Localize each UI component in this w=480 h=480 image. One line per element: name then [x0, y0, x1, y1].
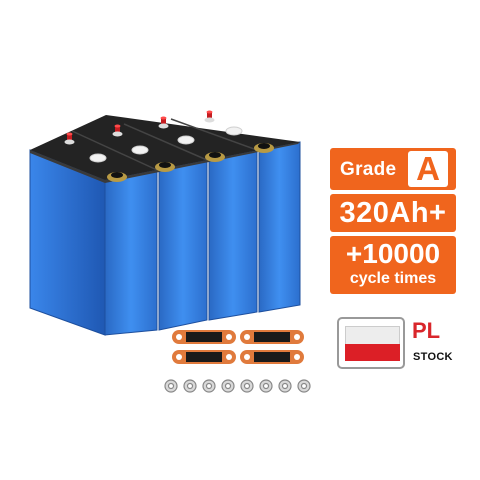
terminal-hole	[225, 126, 243, 136]
capacity-badge: 320Ah+	[330, 194, 456, 232]
terminal-bolts	[107, 143, 274, 182]
vent-cap	[204, 110, 215, 123]
nut	[183, 379, 197, 393]
battery-cell-1	[104, 169, 158, 336]
battery-pack-top	[30, 115, 300, 180]
cycle-badge: +10000 cycle times	[330, 236, 456, 294]
red-vent-caps	[64, 110, 215, 145]
busbar	[172, 330, 236, 344]
vent-cap	[158, 116, 169, 129]
busbar	[172, 350, 236, 364]
stock-country: PL	[412, 318, 441, 343]
nut	[221, 379, 235, 393]
terminal-hole	[89, 153, 107, 163]
battery-cell-3	[208, 149, 258, 321]
battery-terminal-icon	[155, 162, 175, 172]
cell-divider	[170, 118, 258, 151]
cell-divider	[71, 130, 158, 171]
terminal-holes	[89, 126, 243, 163]
stock-label: STOCK	[413, 351, 453, 363]
flag-white-stripe	[345, 326, 400, 345]
battery-cell-2	[158, 159, 208, 331]
terminal-hole	[177, 135, 195, 145]
nut	[278, 379, 292, 393]
battery-terminal-icon	[254, 143, 274, 153]
cell-divider	[123, 123, 208, 161]
grade-label: Grade	[340, 159, 397, 180]
nut	[259, 379, 273, 393]
vent-cap	[112, 124, 123, 137]
nut	[297, 379, 311, 393]
nut	[240, 379, 254, 393]
busbar	[240, 330, 304, 344]
flag-red-stripe	[345, 344, 400, 361]
nut	[202, 379, 216, 393]
nuts	[164, 379, 311, 393]
cycle-count: +10000	[345, 238, 441, 269]
battery-terminal-icon	[205, 152, 225, 162]
terminal-hole	[131, 145, 149, 155]
cycle-label: cycle times	[349, 270, 437, 287]
busbars	[172, 330, 304, 364]
grade-badge: Grade A	[330, 148, 456, 190]
vent-cap	[64, 132, 75, 145]
grade-letter: A	[408, 151, 448, 187]
capacity-text: 320Ah+	[339, 197, 447, 229]
battery-terminal-icon	[107, 172, 127, 182]
busbar	[240, 350, 304, 364]
nut	[164, 379, 178, 393]
battery-cell-4	[258, 141, 301, 313]
poland-flag-icon	[337, 317, 405, 369]
